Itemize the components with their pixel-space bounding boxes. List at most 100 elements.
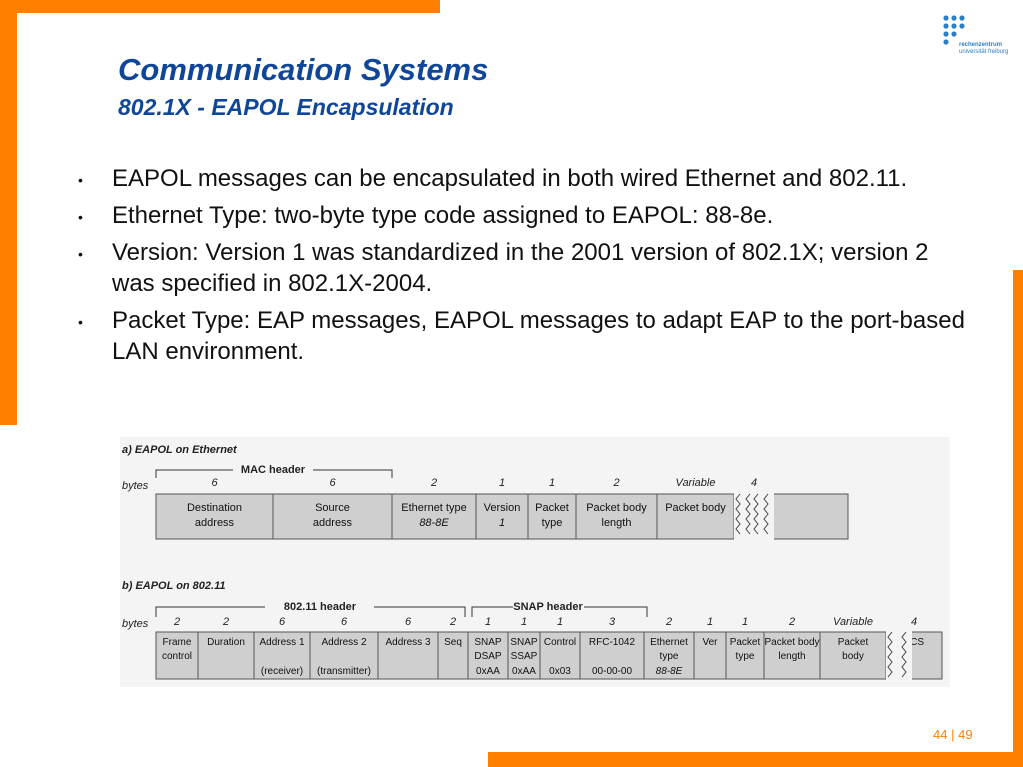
diagram-b-field-label: DSAP <box>474 651 502 662</box>
diagram-b-byte-count: 1 <box>742 616 748 628</box>
bullet-item: Packet Type: EAP messages, EAPOL message… <box>72 305 972 367</box>
diagram-b-field-label: RFC-1042 <box>589 637 636 648</box>
diagram-a-field-label: Destination <box>187 502 242 514</box>
diagram-b-byte-count: 1 <box>557 616 563 628</box>
diagram-b-break-marks <box>887 631 907 678</box>
diagram-b-byte-count: 2 <box>449 616 456 628</box>
diagram-a-byte-count: 1 <box>499 477 505 489</box>
diagram-a-caption: a) EAPOL on Ethernet <box>122 444 238 456</box>
diagram-a-field-label: Packet body <box>665 502 726 514</box>
diagram-b-field-label: (receiver) <box>261 666 303 677</box>
diagram-b-byte-count: 6 <box>341 616 348 628</box>
orange-bar-right <box>1013 270 1023 767</box>
diagram-a-byte-count: Variable <box>676 477 716 489</box>
diagram-a-field-label: length <box>602 517 632 529</box>
diagram-b-frame <box>155 631 943 680</box>
snap-header-bracket <box>471 606 648 617</box>
diagram-a-field-label: Source <box>315 502 350 514</box>
orange-bar-bottom <box>488 752 1023 767</box>
orange-bar-left <box>0 0 17 425</box>
mac-header-label: MAC header <box>241 464 306 476</box>
bullet-item: EAPOL messages can be encapsulated in bo… <box>72 163 972 196</box>
diagram-a-field-label: Packet <box>535 502 569 514</box>
80211-header-bracket <box>155 606 466 617</box>
diagram-b-field-label: Ethernet <box>650 637 688 648</box>
diagram-b-field-label: Control <box>544 637 576 648</box>
slide-title: Communication Systems <box>118 52 489 87</box>
diagram-b-field-label: Address 1 <box>259 637 304 648</box>
diagram-b-field-label: Frame <box>163 637 192 648</box>
diagram-a-field-label: Version <box>484 502 521 514</box>
diagram-b-bytes-label: bytes <box>122 618 149 630</box>
diagram-b-field-label: Address 2 <box>321 637 366 648</box>
diagram-b-byte-count: Variable <box>833 616 873 628</box>
current-page: 44 <box>933 727 948 742</box>
diagram-b-field-label: FCS <box>904 637 924 648</box>
bullet-item: Version: Version 1 was standardized in t… <box>72 237 972 299</box>
diagram-b-byte-count: 6 <box>405 616 412 628</box>
page-separator: | <box>951 727 955 742</box>
diagram-b-field-label: Packet <box>730 637 761 648</box>
total-pages: 49 <box>958 727 973 742</box>
diagram-a-fields: 6Destinationaddress6Sourceaddress2Ethern… <box>187 477 765 529</box>
diagram-a-byte-count: 6 <box>211 477 218 489</box>
80211-header-label: 802.11 header <box>284 601 357 613</box>
diagram-b-field-label: Address 3 <box>385 637 430 648</box>
diagram-b-caption: b) EAPOL on 802.11 <box>122 580 226 592</box>
diagram-b-byte-count: 2 <box>222 616 229 628</box>
diagram-b-byte-count: 4 <box>911 616 917 628</box>
diagram-b-field-label: control <box>162 651 192 662</box>
diagram-b-byte-count: 2 <box>173 616 180 628</box>
diagram-b-field-label: Packet <box>838 637 869 648</box>
slide-subtitle: 802.1X - EAPOL Encapsulation <box>118 94 454 120</box>
diagram-a-field-label: 88-8E <box>419 517 449 529</box>
diagram-b-field-label: 88-8E <box>656 666 683 677</box>
diagram-b-byte-count: 1 <box>521 616 527 628</box>
diagram-b-byte-count: 2 <box>788 616 795 628</box>
diagram-a-field-label: 1 <box>499 517 505 529</box>
diagram-a-field-label: Ethernet type <box>401 502 466 514</box>
diagram-b-field-label: (transmitter) <box>317 666 371 677</box>
diagram-b-field-label: 00-00-00 <box>592 666 632 677</box>
diagram-b-field-label: length <box>778 651 805 662</box>
snap-header-label: SNAP header <box>513 601 583 613</box>
diagram-b-field-label: type <box>736 651 755 662</box>
bullet-item: Ethernet Type: two-byte type code assign… <box>72 200 972 233</box>
diagram-a-byte-count: 2 <box>612 477 619 489</box>
diagram-b-byte-count: 6 <box>279 616 286 628</box>
diagram-b-field-label: 0xAA <box>512 666 536 677</box>
diagram-b-field-label: type <box>660 651 679 662</box>
mac-header-bracket <box>155 469 393 478</box>
logo-line1: rechenzentrum <box>959 42 1003 48</box>
diagram-b-break-gap <box>886 630 912 681</box>
diagram-b-byte-count: 3 <box>609 616 616 628</box>
diagram-a-frame <box>155 493 849 540</box>
diagram-b-field-label: body <box>842 651 864 662</box>
diagram-b-field-label: Duration <box>207 637 245 648</box>
bullet-list: EAPOL messages can be encapsulated in bo… <box>72 163 972 373</box>
eapol-frame-diagram: a) EAPOL on Ethernet bytes MAC header 6D… <box>120 437 950 687</box>
diagram-b-byte-count: 1 <box>707 616 713 628</box>
diagram-b-byte-count: 2 <box>665 616 672 628</box>
diagram-a-field-label: address <box>313 517 353 529</box>
dot-grid-logo-icon <box>943 15 965 45</box>
logo-text: rechenzentrum universität freiburg <box>959 42 1008 56</box>
diagram-a-break-marks <box>735 493 769 535</box>
diagram-b-field-label: SNAP <box>474 637 502 648</box>
diagram-a-field-label: address <box>195 517 235 529</box>
diagram-a-byte-count: 1 <box>549 477 555 489</box>
diagram-a-bytes-label: bytes <box>122 480 149 492</box>
diagram-b-field-label: Packet body <box>764 637 819 648</box>
diagram-b-field-label: Ver <box>702 637 718 648</box>
diagram-a-field-label: Packet body <box>586 502 647 514</box>
diagram-a-field-label: type <box>542 517 563 529</box>
diagram-b-field-label: SSAP <box>511 651 538 662</box>
diagram-a-byte-count: 2 <box>430 477 437 489</box>
page-number: 44 | 49 <box>933 727 973 742</box>
diagram-a-byte-count: 4 <box>751 477 757 489</box>
diagram-b-byte-count: 1 <box>485 616 491 628</box>
orange-bar-top <box>0 0 440 13</box>
diagram-b-field-label: 0x03 <box>549 666 571 677</box>
diagram-b-field-label: 0xAA <box>476 666 500 677</box>
